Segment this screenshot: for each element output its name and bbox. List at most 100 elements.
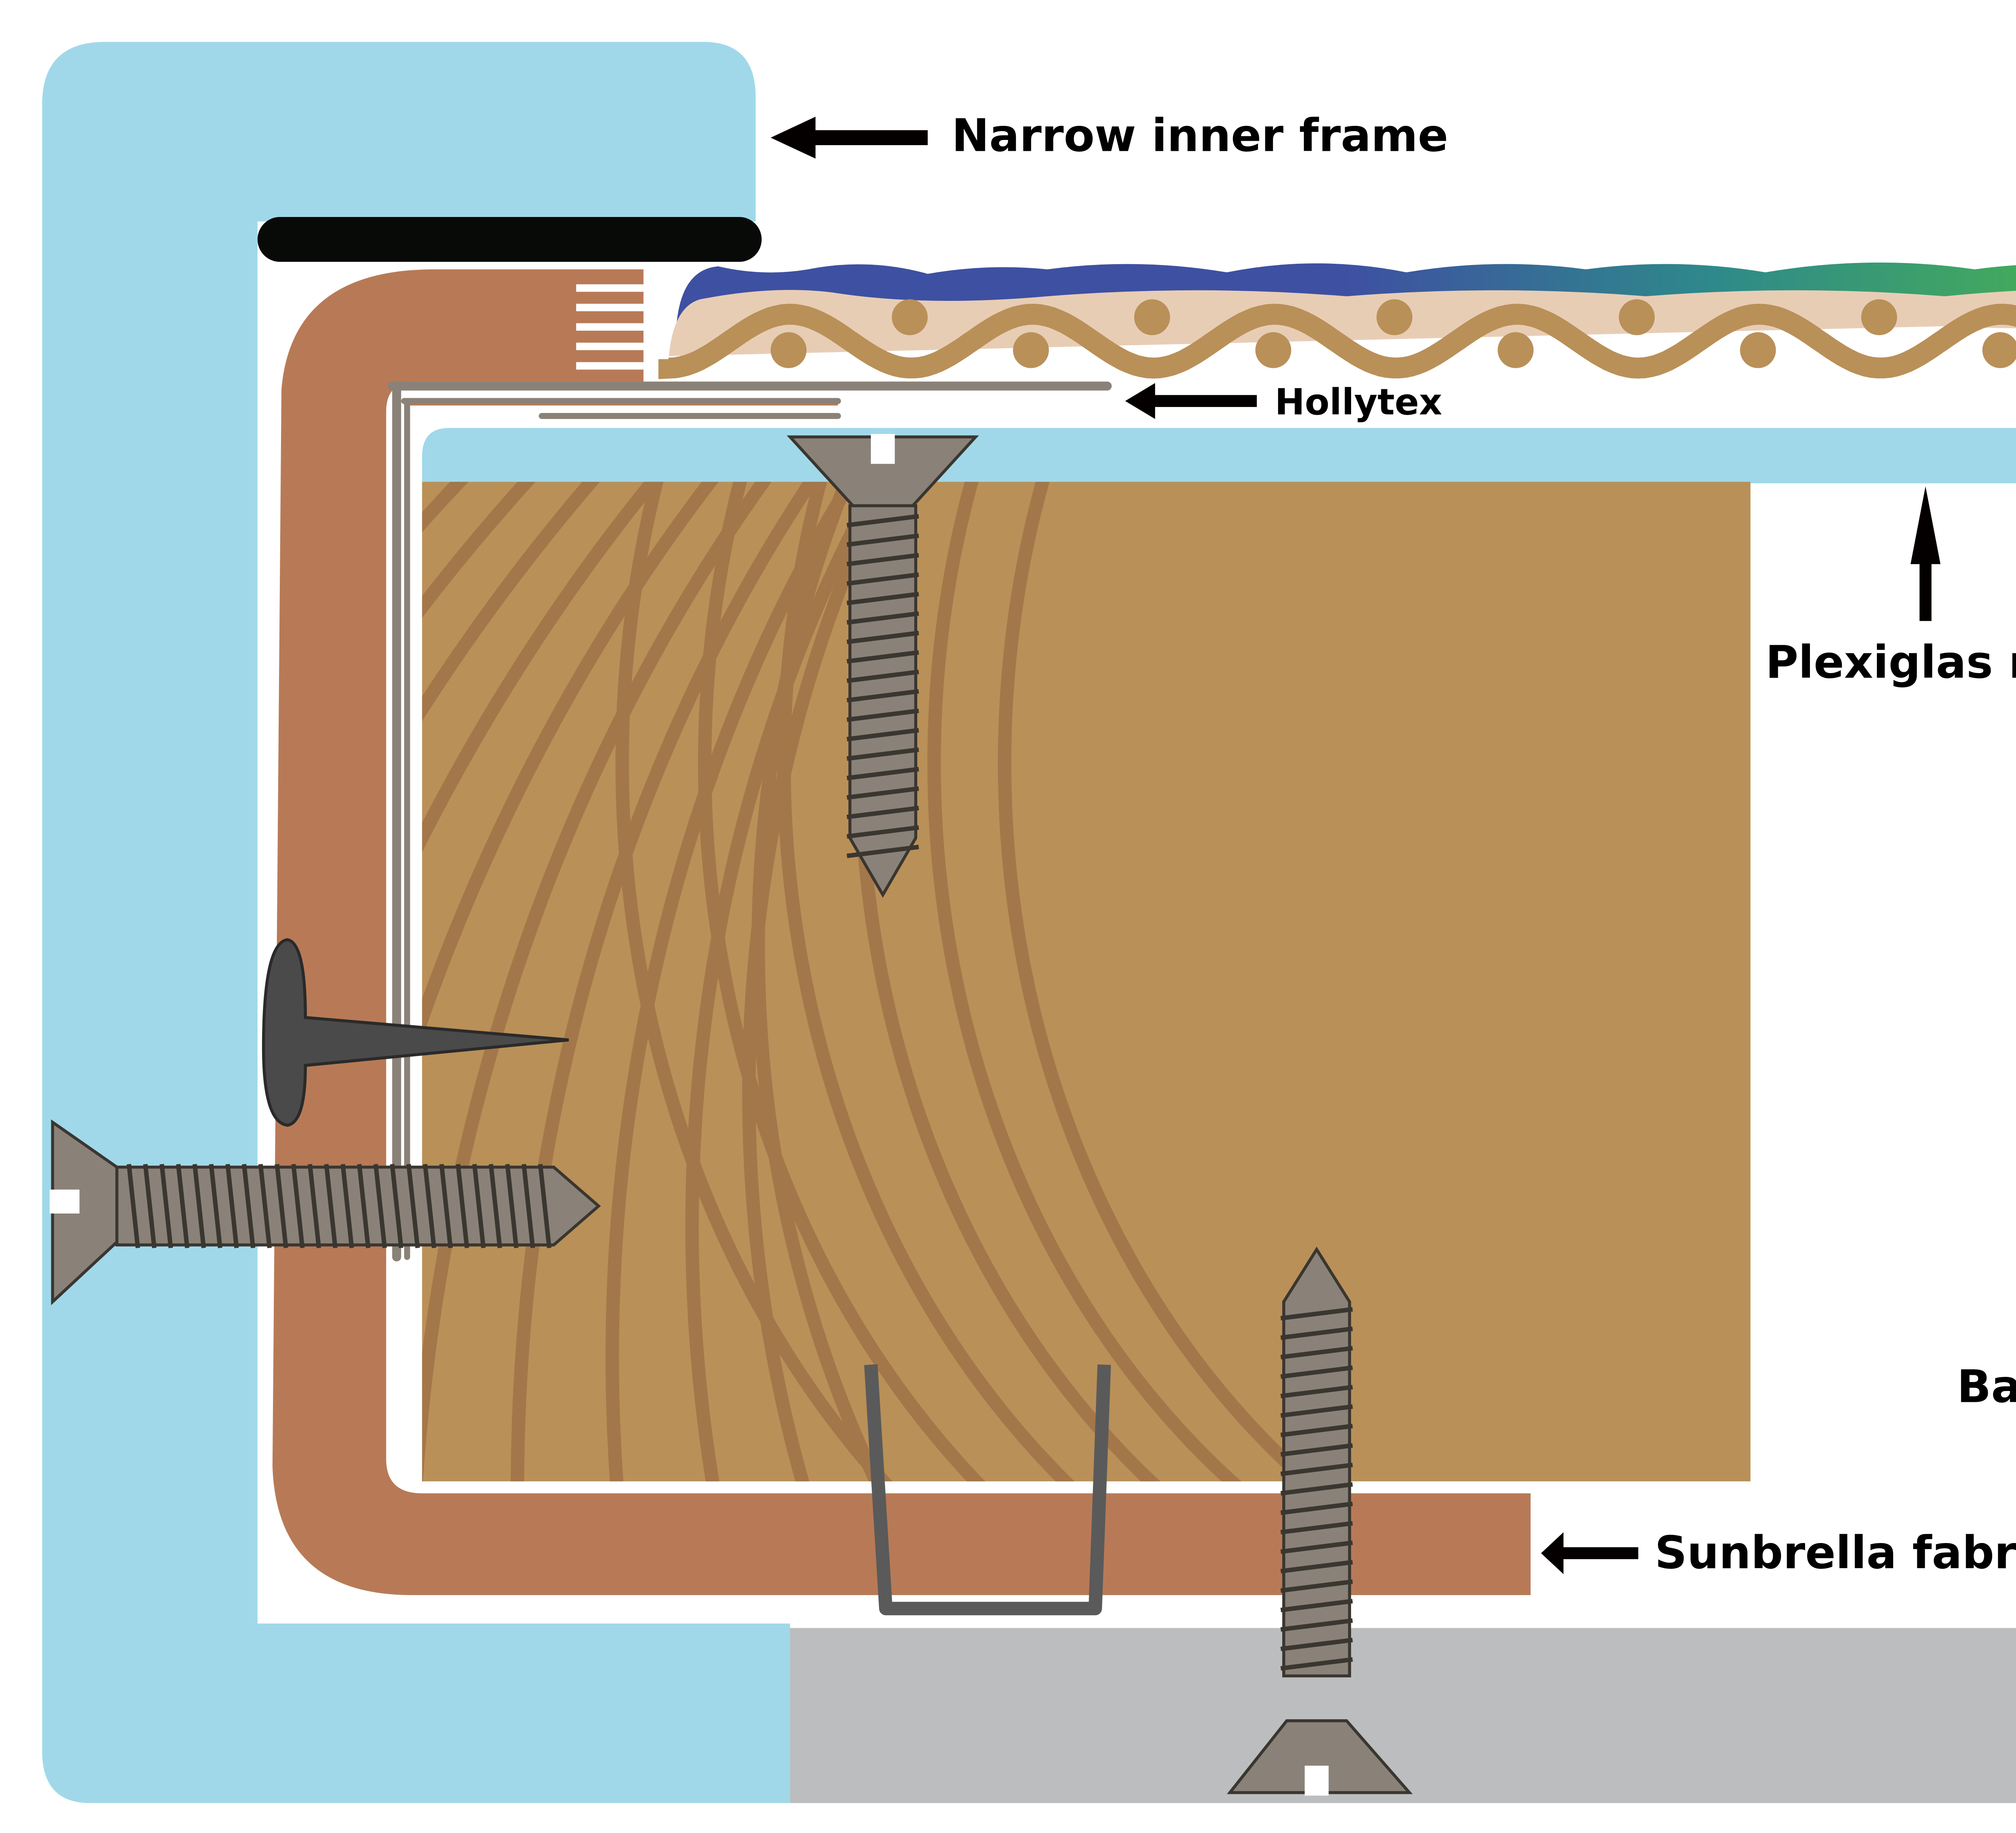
screw-thread <box>846 689 919 703</box>
screw-thread <box>846 708 919 722</box>
arrow-left-icon <box>1125 383 1257 419</box>
screw-thread <box>209 1164 223 1248</box>
screw-thread <box>846 533 919 547</box>
screw-thread <box>1280 1365 1353 1379</box>
screw-thread <box>143 1164 157 1248</box>
screw-thread <box>1280 1618 1353 1632</box>
bottom-screw <box>1227 1247 1413 1796</box>
label-hollytex: Hollytex <box>1125 381 1442 423</box>
screw-thread <box>291 1164 305 1248</box>
screw-thread <box>1280 1657 1353 1671</box>
screw-thread <box>373 1164 387 1248</box>
textile-weave <box>658 304 2016 380</box>
screw-thread <box>225 1164 239 1248</box>
tack <box>262 938 569 1127</box>
screw-thread <box>1280 1443 1353 1457</box>
label-sunbrella: Sunbrella fabric <box>1541 1527 2016 1579</box>
screw-thread <box>846 514 919 528</box>
screw-thread <box>846 650 919 664</box>
screw-thread <box>488 1164 502 1248</box>
arrow-up-icon <box>1910 486 1941 621</box>
wood-grain-line <box>777 482 1075 1482</box>
weave-thread <box>1255 332 1291 368</box>
screw-thread <box>472 1164 486 1248</box>
staple <box>864 1364 1111 1616</box>
screw-thread <box>423 1164 437 1248</box>
screw-thread <box>127 1164 140 1248</box>
plexiglas-insert <box>422 428 2016 484</box>
screw-thread <box>1280 1482 1353 1496</box>
screw-thread <box>846 767 919 780</box>
weave-thread <box>1740 332 1776 368</box>
screw-thread <box>1280 1599 1353 1612</box>
screw-thread <box>439 1164 453 1248</box>
wood-grain-line <box>742 482 894 1482</box>
screw-thread <box>1280 1307 1353 1321</box>
screw-thread <box>1280 1560 1353 1574</box>
sunbrella-fringe <box>576 284 644 370</box>
label-text: Backing board <box>1957 1361 2016 1413</box>
inner-frame-shape <box>42 42 790 1803</box>
screw-thread <box>357 1164 371 1248</box>
screw-thread <box>176 1164 190 1248</box>
hollytex-inner <box>401 398 841 1260</box>
screw-thread <box>846 592 919 605</box>
wood-stretcher <box>422 482 1751 1482</box>
screw-thread <box>340 1164 354 1248</box>
screw-thread <box>456 1164 469 1248</box>
screw-thread <box>846 786 919 800</box>
textile-weave-threads <box>771 299 2016 368</box>
wood-grain-line <box>698 482 985 1482</box>
screw-thread <box>159 1164 173 1248</box>
wood-grain-line <box>927 482 1241 1482</box>
screw-thread <box>1280 1462 1353 1476</box>
screw-thread <box>1280 1579 1353 1593</box>
hollytex-layer <box>387 382 1112 1262</box>
screw-thread <box>1280 1521 1353 1535</box>
weave-thread <box>1497 332 1534 368</box>
arrow-left-icon <box>771 117 928 159</box>
label-narrow-inner-frame: Narrow inner frame <box>771 110 1448 162</box>
screw-thread <box>1280 1637 1353 1652</box>
screw-thread <box>1280 1404 1353 1418</box>
screw-thread <box>192 1164 206 1248</box>
label-backing-board: Backing board <box>1957 1361 2016 1413</box>
textile-backing <box>669 290 2016 357</box>
screw-thread <box>846 572 919 586</box>
weave-thread <box>771 332 807 368</box>
screw-thread <box>1280 1540 1353 1554</box>
weave-thread <box>1861 299 1897 336</box>
screw-thread <box>846 825 919 839</box>
screw-thread <box>1280 1385 1353 1399</box>
screw-thread <box>846 611 919 625</box>
screw-thread <box>846 805 919 820</box>
side-screw <box>49 1119 601 1305</box>
screw-thread <box>846 747 919 761</box>
weave-thread <box>1013 332 1049 368</box>
backing-board <box>790 1628 2016 1803</box>
weave-thread <box>1376 299 1412 336</box>
weave-thread <box>891 299 928 336</box>
wood-grain-line <box>685 482 887 1482</box>
screw-thread <box>390 1164 404 1248</box>
screw-thread <box>242 1164 256 1248</box>
screw-thread <box>505 1164 519 1248</box>
arrow-left-icon <box>1541 1532 1639 1574</box>
screw-thread <box>1280 1424 1353 1437</box>
screw-thread <box>1280 1501 1353 1515</box>
screw-thread <box>846 845 919 858</box>
screw-thread <box>846 630 919 644</box>
weave-thread <box>1618 299 1655 336</box>
screw-thread <box>846 728 919 742</box>
screw-thread <box>521 1164 535 1248</box>
screw-thread <box>538 1164 552 1248</box>
wood-grain-line <box>751 482 884 1482</box>
screw-thread <box>258 1164 272 1248</box>
screw-thread <box>846 669 919 683</box>
screw-thread <box>1280 1346 1353 1360</box>
label-text: Sunbrella fabric <box>1655 1527 2016 1579</box>
screw-thread <box>324 1164 338 1248</box>
label-text: Narrow inner frame <box>952 110 1448 162</box>
wood-grain-line <box>605 482 859 1482</box>
